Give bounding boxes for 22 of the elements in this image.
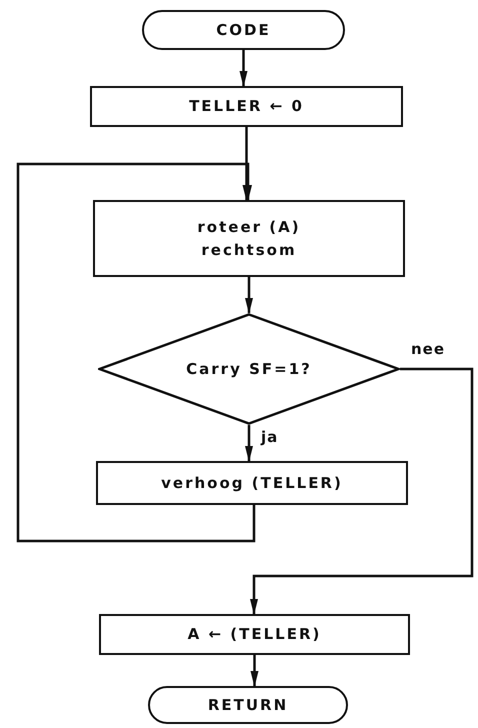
arrow: [245, 277, 253, 314]
terminal-box: [148, 686, 348, 724]
arrow: [250, 368, 474, 615]
process-box: [90, 86, 403, 127]
node-text: A ← (TELLER): [188, 624, 322, 646]
node-text: TELLER ← 0: [189, 96, 304, 118]
arrow: [245, 425, 253, 462]
arrow: [242, 127, 250, 201]
node-text: verhoog (TELLER): [161, 472, 343, 494]
node-text: Carry SF=1?: [186, 358, 312, 380]
decision-diamond: [98, 313, 400, 425]
node-text: CODE: [216, 20, 271, 41]
edge-label: ja: [260, 428, 280, 446]
node-text: RETURN: [208, 694, 288, 716]
terminal-box: [142, 10, 345, 50]
arrow: [250, 655, 258, 687]
process-box: [93, 200, 405, 277]
process-box: [99, 614, 410, 655]
arrow: [16, 162, 256, 542]
node-text: roteer (A) rechtsom: [196, 217, 302, 260]
process-box: [96, 461, 408, 505]
arrow: [240, 50, 248, 87]
